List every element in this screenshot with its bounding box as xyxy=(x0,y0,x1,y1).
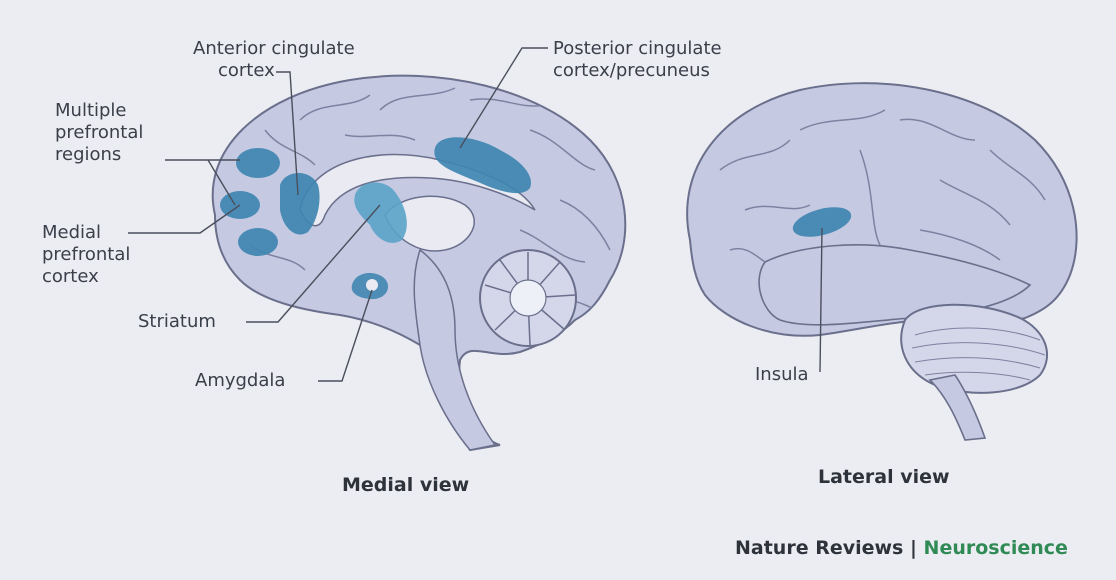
amygdala-label: Amygdala xyxy=(195,370,285,392)
medial-brain xyxy=(213,76,626,450)
posterior-cingulate-line1: Posterior cingulate xyxy=(553,38,722,60)
lateral-brain xyxy=(687,83,1076,440)
medial-view-caption: Medial view xyxy=(342,474,469,496)
striatum-label: Striatum xyxy=(138,311,216,333)
posterior-cingulate-label: Posterior cingulate cortex/precuneus xyxy=(553,38,722,82)
posterior-cingulate-line2: cortex/precuneus xyxy=(553,60,722,82)
lateral-view-caption: Lateral view xyxy=(818,466,950,488)
medial-prefrontal-line3: cortex xyxy=(42,266,130,288)
credit-journal: Nature Reviews xyxy=(735,537,903,559)
medial-cerebellum xyxy=(480,250,576,346)
medial-prefrontal-region xyxy=(238,228,278,256)
multiple-prefrontal-line3: regions xyxy=(55,144,143,166)
credit-line: Nature Reviews | Neuroscience xyxy=(735,537,1068,559)
medial-prefrontal-line1: Medial xyxy=(42,222,130,244)
medial-prefrontal-line2: prefrontal xyxy=(42,244,130,266)
prefrontal-region-upper xyxy=(236,148,280,178)
insula-label: Insula xyxy=(755,364,809,386)
multiple-prefrontal-line2: prefrontal xyxy=(55,122,143,144)
anterior-cingulate-line2: cortex xyxy=(193,60,355,82)
credit-field: Neuroscience xyxy=(924,537,1068,559)
anterior-cingulate-line1: Anterior cingulate xyxy=(193,38,355,60)
multiple-prefrontal-line1: Multiple xyxy=(55,100,143,122)
multiple-prefrontal-label: Multiple prefrontal regions xyxy=(55,100,143,166)
credit-separator: | xyxy=(903,537,923,559)
medial-prefrontal-label: Medial prefrontal cortex xyxy=(42,222,130,288)
anterior-cingulate-label: Anterior cingulate cortex xyxy=(193,38,355,82)
